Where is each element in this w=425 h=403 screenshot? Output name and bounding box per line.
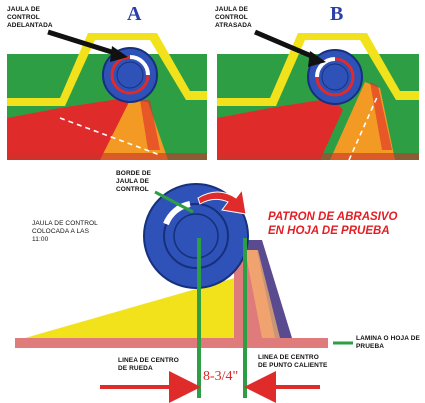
panel-a-cage-window [129, 55, 150, 76]
panel-b-pointer-arrowhead [308, 51, 326, 67]
hub [173, 213, 219, 259]
panel-b-red-wedge [217, 98, 343, 160]
wheel-centerline-label: LINEA DE CENTRO DE RUEDA [118, 357, 179, 372]
panel-a-hub [116, 61, 144, 89]
panel-b [217, 29, 419, 161]
yellow-wedge [25, 275, 245, 338]
panel-a-letter: A [127, 3, 142, 25]
panel-b-label: JAULA DE CONTROL ATRASADA [215, 6, 252, 29]
panel-b-pointer-arrow [254, 29, 317, 61]
panel-b-housing [217, 33, 419, 106]
orange-hotspot-wedge [245, 250, 280, 338]
panel-b-bottom-strip [217, 153, 419, 160]
panel-a-label: JAULA DE CONTROL ADELANTADA [7, 6, 53, 29]
pattern-title: PATRON DE ABRASIVO EN HOJA DE PRUEBA [268, 211, 398, 237]
panel-b-letter: B [330, 3, 344, 25]
bottom-panel [15, 183, 353, 403]
sheet-label: LAMINA O HOJA DE PRUEBA [356, 335, 420, 350]
cage-edge-pointer [154, 190, 194, 214]
panel-a-pointer-arrow [47, 29, 119, 57]
panel-a-bottom-strip [7, 153, 207, 160]
hotspot-centerline-label: LINEA DE CENTRO DE PUNTO CALIENTE [258, 354, 328, 369]
panel-a [7, 29, 207, 160]
cage-window [163, 201, 191, 226]
cage-edge-label: BORDE DE JAULA DE CONTROL [116, 170, 152, 193]
panel-b-hub [321, 63, 349, 91]
panel-a-pointer-arrowhead [110, 46, 128, 62]
panel-b-dashed-line [348, 94, 379, 161]
panel-b-cage-window [315, 57, 336, 78]
cage-ring [163, 203, 229, 269]
panel-a-red-edge [140, 100, 160, 150]
cage-position-label: JAULA DE CONTROL COLOCADA A LAS 11:00 [32, 220, 98, 243]
panel-a-red-wedge [7, 98, 135, 160]
measurement-label: 8-3/4" [203, 369, 239, 384]
rotation-arrow [197, 188, 247, 215]
test-sheet [15, 338, 328, 348]
panel-a-housing [7, 33, 207, 106]
